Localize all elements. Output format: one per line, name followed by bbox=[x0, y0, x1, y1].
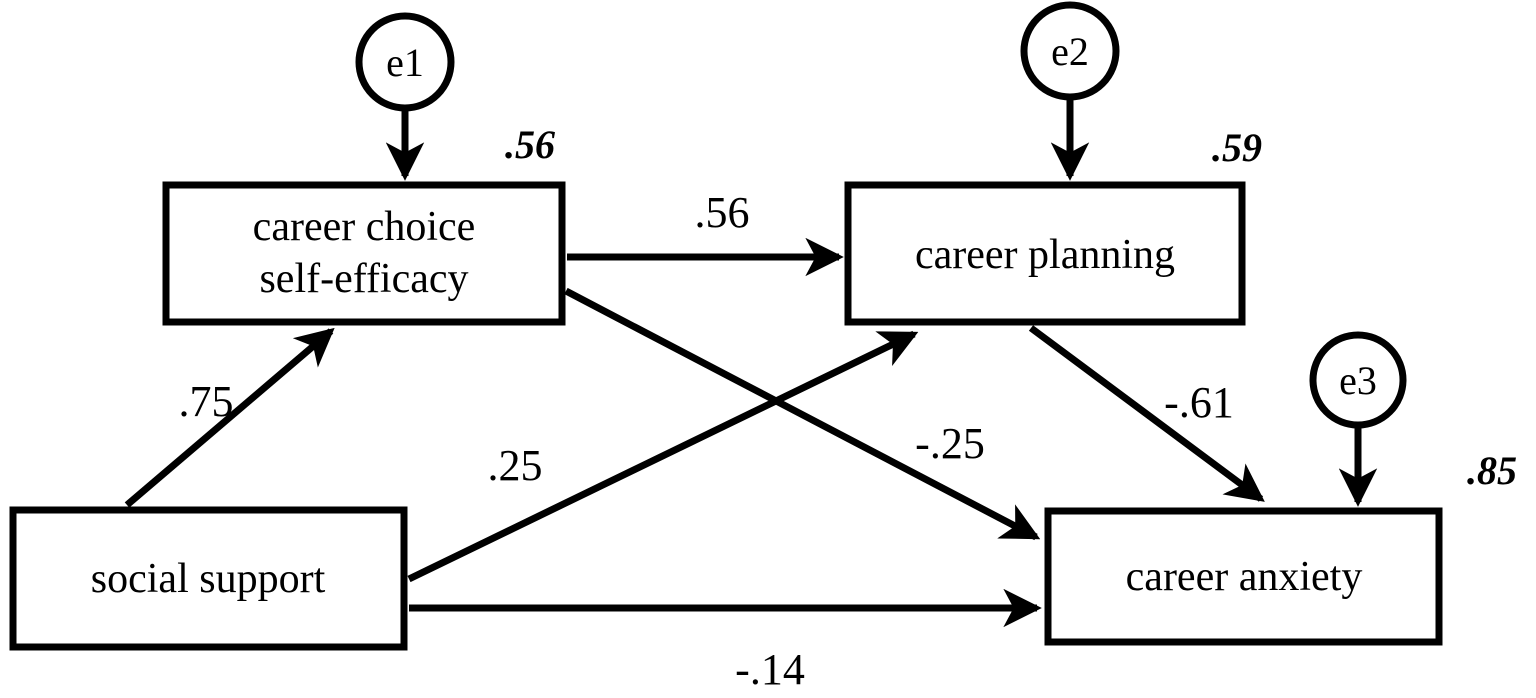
path-arrow-social-support-to-career-choice-self-efficacy bbox=[124, 327, 335, 508]
node-career-planning bbox=[844, 181, 1246, 326]
node-social-support bbox=[9, 506, 408, 651]
error-circle-e2 bbox=[1020, 1, 1120, 101]
coefficient-self-efficacy-to-career-planning: .56 bbox=[695, 188, 750, 237]
node-label-career-anxiety: career anxiety bbox=[1126, 554, 1363, 600]
error-label-e1: e1 bbox=[386, 40, 424, 85]
node-career-anxiety bbox=[1044, 507, 1443, 646]
node-label-social-support: social support bbox=[91, 556, 326, 602]
r-squared-career-choice-self-efficacy: .56 bbox=[505, 122, 555, 167]
error-circle-e1 bbox=[355, 12, 455, 112]
path-arrow-social-support-to-career-planning bbox=[407, 330, 919, 583]
error-label-e3: e3 bbox=[1339, 358, 1377, 403]
path-arrow-career-planning-to-career-anxiety bbox=[1028, 325, 1265, 502]
coefficient-self-efficacy-to-career-anxiety: -.25 bbox=[915, 419, 985, 468]
error-circle-e3 bbox=[1309, 331, 1407, 429]
path-arrow-career-choice-self-efficacy-to-career-anxiety bbox=[564, 287, 1041, 541]
coefficient-career-planning-to-career-anxiety: -.61 bbox=[1164, 378, 1234, 427]
coefficient-social-support-to-self-efficacy: .75 bbox=[179, 377, 234, 426]
node-label-career-planning: career planning bbox=[915, 232, 1175, 278]
error-label-e2: e2 bbox=[1051, 29, 1089, 74]
r-squared-career-anxiety: .85 bbox=[1467, 448, 1517, 493]
coefficient-social-support-to-career-planning: .25 bbox=[488, 441, 543, 490]
coefficient-social-support-to-career-anxiety: -.14 bbox=[735, 645, 805, 694]
r-squared-career-planning: .59 bbox=[1212, 125, 1262, 170]
node-label-career-choice-line1: career choice bbox=[253, 204, 476, 250]
node-career-choice-self-efficacy bbox=[162, 181, 566, 326]
node-label-career-choice-line2: self-efficacy bbox=[259, 256, 468, 302]
